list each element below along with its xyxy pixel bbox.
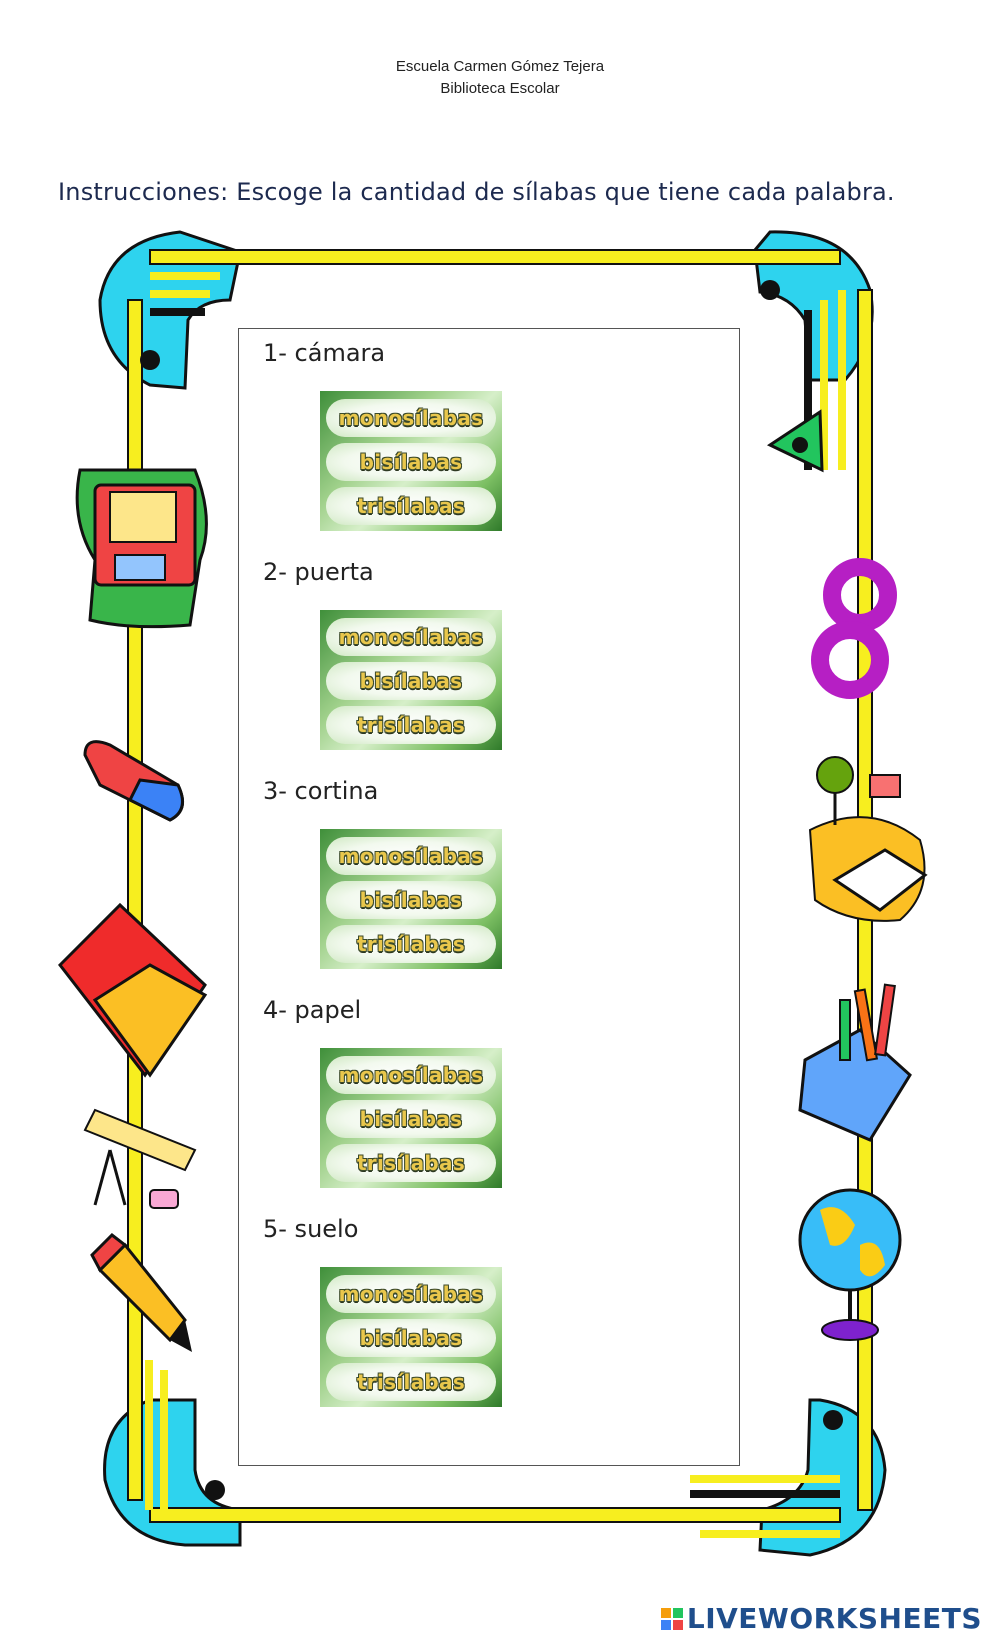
option-bisilabas[interactable]: bisílabas	[326, 443, 496, 481]
option-monosilabas[interactable]: monosílabas	[326, 399, 496, 437]
option-group: monosílabas bisílabas trisílabas	[320, 1267, 502, 1407]
option-bisilabas[interactable]: bisílabas	[326, 1319, 496, 1357]
pencil-icon	[90, 1233, 192, 1352]
liveworksheets-watermark: LIVEWORKSHEETS	[660, 1602, 982, 1635]
option-bisilabas[interactable]: bisílabas	[326, 1100, 496, 1138]
option-group: monosílabas bisílabas trisílabas	[320, 391, 502, 531]
option-trisilabas[interactable]: trisílabas	[326, 1363, 496, 1401]
binder-icon	[58, 902, 208, 1078]
option-bisilabas[interactable]: bisílabas	[326, 662, 496, 700]
library-name: Biblioteca Escolar	[440, 80, 560, 97]
option-group: monosílabas bisílabas trisílabas	[320, 1048, 502, 1188]
option-trisilabas[interactable]: trisílabas	[326, 487, 496, 525]
question-label: 1- cámara	[263, 339, 386, 367]
question-label: 5- suelo	[263, 1215, 359, 1243]
option-trisilabas[interactable]: trisílabas	[326, 925, 496, 963]
number-eight-icon	[811, 558, 897, 699]
ruler-compass-icon	[83, 1108, 197, 1209]
watermark-text: LIVEWORKSHEETS	[686, 1602, 982, 1635]
worksheet-panel: 1- cámara monosílabas bisílabas trisílab…	[238, 328, 740, 1466]
lamp-books-icon	[808, 756, 928, 922]
eraser-icon	[83, 740, 184, 822]
document-header: Escuela Carmen Gómez Tejera Biblioteca E…	[0, 56, 1000, 100]
option-group: monosílabas bisílabas trisílabas	[320, 610, 502, 750]
option-monosilabas[interactable]: monosílabas	[326, 1275, 496, 1313]
pencil-case-icon	[798, 983, 912, 1142]
triangle-ruler-icon	[766, 409, 824, 473]
instructions-text: Instrucciones: Escoge la cantidad de síl…	[58, 178, 895, 206]
option-trisilabas[interactable]: trisílabas	[326, 1144, 496, 1182]
question-label: 2- puerta	[263, 558, 374, 586]
liveworksheets-logo-icon	[660, 1607, 683, 1630]
option-monosilabas[interactable]: monosílabas	[326, 1056, 496, 1094]
option-trisilabas[interactable]: trisílabas	[326, 706, 496, 744]
question-label: 3- cortina	[263, 777, 379, 805]
globe-icon	[798, 1188, 902, 1341]
option-group: monosílabas bisílabas trisílabas	[320, 829, 502, 969]
school-name: Escuela Carmen Gómez Tejera	[395, 58, 605, 75]
option-bisilabas[interactable]: bisílabas	[326, 881, 496, 919]
option-monosilabas[interactable]: monosílabas	[326, 618, 496, 656]
option-monosilabas[interactable]: monosílabas	[326, 837, 496, 875]
floppy-disk-icon	[75, 468, 208, 629]
question-label: 4- papel	[263, 996, 362, 1024]
